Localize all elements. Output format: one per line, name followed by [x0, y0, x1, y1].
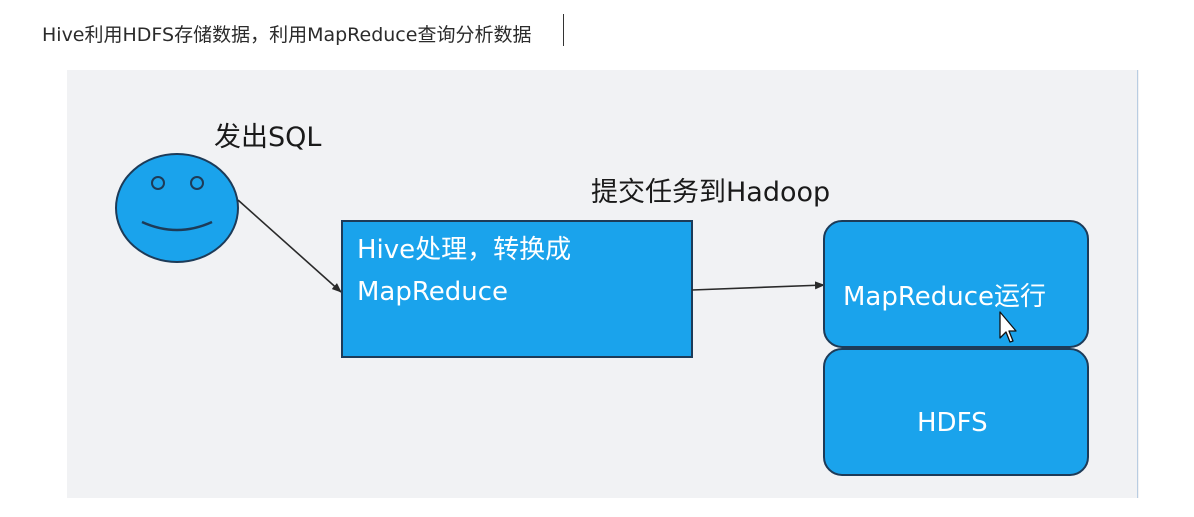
- mapreduce-box-label: MapReduce运行: [843, 282, 1047, 312]
- text-cursor: [563, 14, 564, 46]
- hdfs-box-label: HDFS: [917, 408, 988, 438]
- user-label: 发出SQL: [214, 122, 322, 153]
- arrow-hive-to-mapreduce: [691, 281, 825, 291]
- smile: [141, 220, 213, 232]
- arrow-user-to-hive: [237, 199, 342, 293]
- smiley-face-icon: [115, 153, 239, 263]
- left-eye: [151, 176, 165, 190]
- slide-border: [1137, 70, 1138, 498]
- edge-label: 提交任务到Hadoop: [591, 177, 831, 208]
- hive-box-line2: MapReduce: [357, 277, 509, 307]
- page-heading: Hive利用HDFS存储数据，利用MapReduce查询分析数据: [42, 24, 532, 46]
- right-eye: [190, 176, 204, 190]
- hdfs-box: [823, 348, 1089, 476]
- hive-process-box: [341, 220, 693, 358]
- mouse-pointer-icon: [999, 311, 1017, 343]
- hive-box-line1: Hive处理，转换成: [357, 235, 572, 265]
- mapreduce-box: [823, 220, 1089, 348]
